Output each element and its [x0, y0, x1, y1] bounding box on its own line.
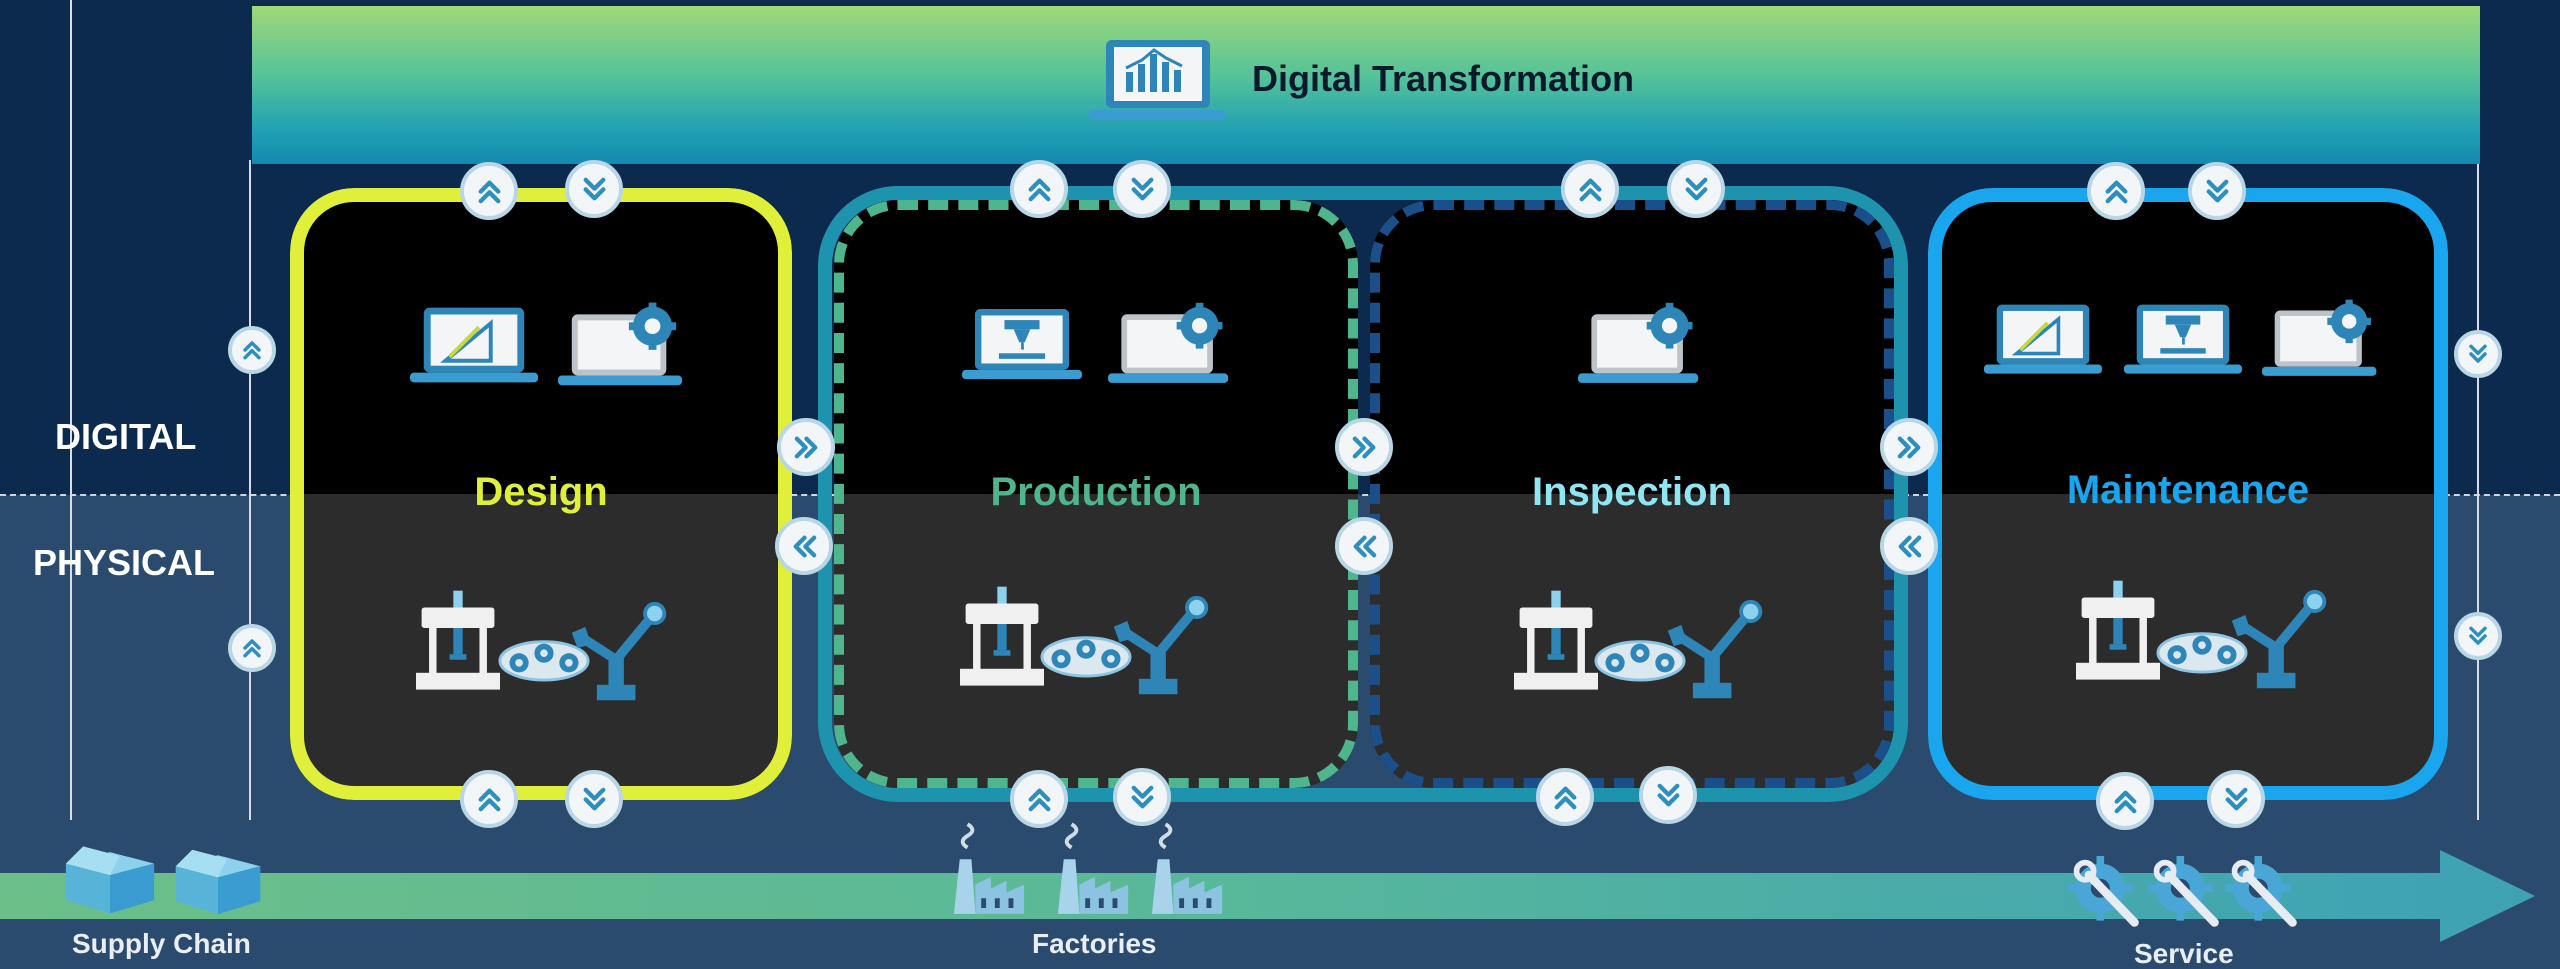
- factory-icon: [950, 820, 1028, 918]
- factory-icon: [1148, 820, 1226, 918]
- press-machine-icon: [960, 586, 1044, 690]
- production-inspection-group-frame: [818, 186, 1908, 802]
- right-arrow-node: [777, 418, 835, 476]
- service-label: Service: [2134, 938, 2234, 969]
- design-title: Design: [474, 470, 608, 514]
- up-arrow-node: [460, 770, 518, 828]
- left-arrow-node: [1335, 517, 1393, 575]
- down-arrow-node: [1113, 768, 1171, 826]
- production-stage: Production: [834, 200, 1358, 788]
- physical-label: PHYSICAL: [33, 542, 216, 583]
- left-arrow-node: [775, 517, 833, 575]
- up-arrow-node: [228, 624, 276, 672]
- down-arrow-node: [565, 160, 623, 218]
- press-machine-icon: [2076, 580, 2160, 684]
- production-title: Production: [990, 470, 1202, 514]
- down-arrow-node: [1113, 160, 1171, 218]
- up-arrow-node: [2096, 772, 2154, 830]
- up-arrow-node: [1010, 770, 1068, 828]
- down-arrow-node: [565, 770, 623, 828]
- robot-arm-icon: [570, 600, 670, 706]
- down-arrow-node: [2188, 162, 2246, 220]
- right-arrow-node: [1880, 418, 1938, 476]
- wrench-gear-icon: [2068, 856, 2144, 932]
- printer-laptop-icon: [2124, 302, 2242, 378]
- down-arrow-node: [1667, 160, 1725, 218]
- up-arrow-node: [1536, 768, 1594, 826]
- right-inner-line: [2477, 160, 2479, 820]
- up-arrow-node: [1010, 160, 1068, 218]
- box-icon: [172, 846, 264, 916]
- down-arrow-node: [2207, 770, 2265, 828]
- robot-arm-icon: [1112, 594, 1212, 700]
- factories-label: Factories: [1032, 928, 1157, 959]
- up-arrow-node: [228, 326, 276, 374]
- press-machine-icon: [1514, 590, 1598, 694]
- digital-label: DIGITAL: [55, 416, 197, 457]
- digital-transformation-banner: [252, 6, 2480, 164]
- maintenance-title: Maintenance: [2066, 468, 2310, 512]
- left-timeline-line: [70, 0, 72, 820]
- settings-laptop-icon: [2262, 292, 2380, 378]
- left-inner-line: [249, 160, 251, 820]
- down-arrow-node: [2454, 330, 2502, 378]
- up-arrow-node: [2087, 162, 2145, 220]
- wrench-gear-icon: [2226, 856, 2302, 932]
- settings-laptop-icon: [1578, 295, 1702, 385]
- analytics-laptop-icon: [1090, 40, 1226, 120]
- settings-laptop-icon: [558, 295, 686, 387]
- maintenance-stage: Maintenance: [1928, 188, 2448, 800]
- supply-chain-label: Supply Chain: [72, 928, 251, 959]
- up-arrow-node: [460, 162, 518, 220]
- left-arrow-node: [1880, 517, 1938, 575]
- up-arrow-node: [1561, 160, 1619, 218]
- down-arrow-node: [1639, 766, 1697, 824]
- robot-arm-icon: [2230, 588, 2330, 694]
- box-icon: [62, 842, 158, 916]
- right-arrow-node: [1335, 418, 1393, 476]
- inspection-title: Inspection: [1531, 470, 1733, 514]
- banner-title: Digital Transformation: [1252, 58, 1635, 99]
- factory-icon: [1054, 820, 1132, 918]
- robot-arm-icon: [1666, 598, 1766, 704]
- printer-laptop-icon: [962, 305, 1082, 385]
- inspection-stage: Inspection: [1370, 200, 1894, 788]
- settings-laptop-icon: [1108, 295, 1232, 385]
- wrench-gear-icon: [2148, 856, 2224, 932]
- design-stage: Design: [290, 188, 792, 800]
- design-laptop-icon: [410, 305, 538, 387]
- down-arrow-node: [2454, 612, 2502, 660]
- press-machine-icon: [416, 590, 500, 694]
- value-chain-arrowhead: [2440, 850, 2535, 942]
- design-laptop-icon: [1984, 302, 2102, 378]
